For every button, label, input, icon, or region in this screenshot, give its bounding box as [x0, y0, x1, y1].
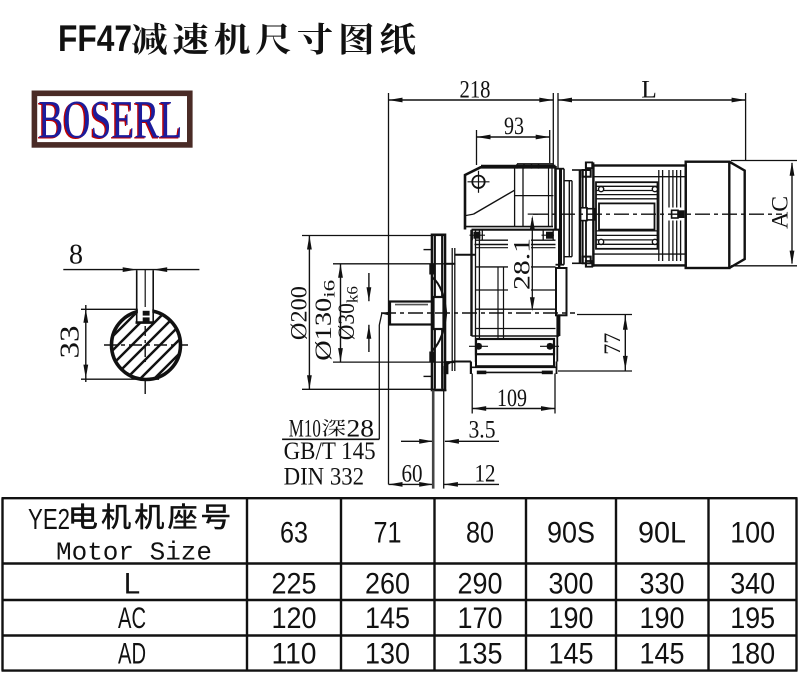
svg-text:L: L — [641, 75, 657, 104]
svg-text:290: 290 — [458, 568, 503, 601]
svg-text:12: 12 — [475, 458, 496, 487]
svg-text:Ø30k6: Ø30k6 — [334, 286, 362, 340]
svg-text:340: 340 — [730, 568, 775, 601]
svg-text:145: 145 — [365, 602, 410, 635]
svg-text:L: L — [124, 568, 140, 601]
svg-text:100: 100 — [730, 517, 775, 550]
svg-text:BOSERL: BOSERL — [38, 90, 182, 150]
svg-text:145: 145 — [640, 638, 685, 671]
svg-text:AD: AD — [118, 638, 146, 671]
svg-text:120: 120 — [272, 602, 317, 635]
svg-text:90L: 90L — [638, 517, 686, 550]
svg-text:80: 80 — [466, 517, 494, 550]
svg-text:90S: 90S — [547, 517, 595, 550]
svg-text:FF47: FF47 — [58, 18, 132, 59]
svg-text:8: 8 — [69, 240, 83, 271]
svg-text:28.1: 28.1 — [510, 238, 536, 290]
svg-text:28: 28 — [347, 413, 375, 442]
svg-text:109: 109 — [497, 383, 527, 412]
svg-text:AC: AC — [118, 602, 146, 635]
svg-text:225: 225 — [272, 568, 317, 601]
svg-text:135: 135 — [458, 638, 503, 671]
svg-text:71: 71 — [374, 517, 402, 550]
svg-text:M10: M10 — [289, 413, 321, 442]
svg-text:93: 93 — [504, 111, 524, 140]
svg-text:Motor Size: Motor Size — [56, 538, 212, 568]
svg-text:Ø130i6: Ø130i6 — [311, 279, 339, 360]
svg-text:60: 60 — [402, 458, 423, 487]
svg-text:3.5: 3.5 — [469, 415, 496, 444]
svg-text:Ø200: Ø200 — [287, 286, 312, 340]
svg-text:300: 300 — [549, 568, 594, 601]
svg-text:170: 170 — [458, 602, 503, 635]
svg-text:77: 77 — [600, 332, 626, 354]
svg-text:GB/T 145: GB/T 145 — [284, 436, 376, 465]
svg-text:33: 33 — [55, 326, 85, 359]
svg-text:130: 130 — [365, 638, 410, 671]
svg-text:63: 63 — [280, 517, 308, 550]
svg-text:145: 145 — [549, 638, 594, 671]
svg-text:AC: AC — [768, 196, 794, 229]
svg-text:190: 190 — [549, 602, 594, 635]
svg-text:BOSERL: BOSERL — [37, 90, 181, 150]
svg-text:DIN 332: DIN 332 — [284, 462, 365, 491]
svg-text:260: 260 — [365, 568, 410, 601]
svg-text:218: 218 — [460, 75, 491, 104]
svg-text:YE2: YE2 — [28, 504, 70, 536]
svg-text:180: 180 — [730, 638, 775, 671]
svg-text:110: 110 — [272, 638, 317, 671]
svg-text:330: 330 — [640, 568, 685, 601]
svg-text:195: 195 — [730, 602, 775, 635]
svg-text:190: 190 — [640, 602, 685, 635]
